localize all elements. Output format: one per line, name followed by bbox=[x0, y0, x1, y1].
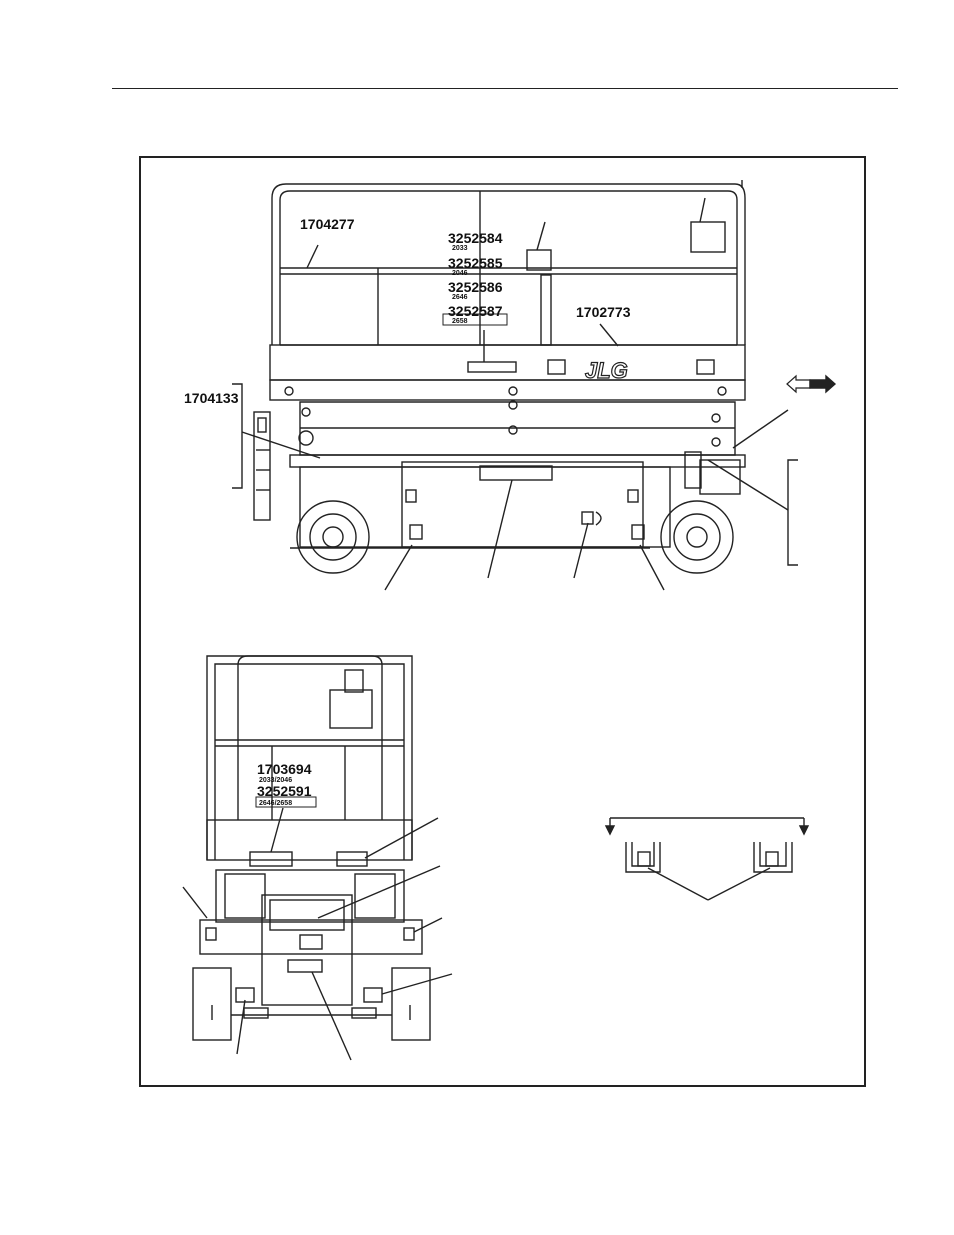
decal-rear-box bbox=[250, 852, 292, 866]
label-models-3252591: 2646/2658 bbox=[259, 800, 292, 807]
label-3252585: 3252585 bbox=[448, 255, 503, 271]
label-1702773: 1702773 bbox=[576, 304, 631, 320]
jlg-logo: JLG bbox=[585, 358, 628, 383]
side-view: JLG bbox=[232, 180, 835, 590]
label-1703694: 1703694 bbox=[257, 761, 312, 777]
label-model-2658: 2658 bbox=[452, 318, 468, 325]
label-3252584: 3252584 bbox=[448, 230, 503, 246]
label-1704133: 1704133 bbox=[184, 390, 239, 406]
detail-view bbox=[606, 818, 808, 900]
label-3252587: 3252587 bbox=[448, 303, 503, 319]
label-1704277: 1704277 bbox=[300, 216, 355, 232]
label-model-2046: 2046 bbox=[452, 270, 468, 277]
label-3252591: 3252591 bbox=[257, 783, 312, 799]
rear-view bbox=[183, 656, 452, 1060]
label-model-2646: 2646 bbox=[452, 294, 468, 301]
label-3252586: 3252586 bbox=[448, 279, 503, 295]
label-model-2033: 2033 bbox=[452, 245, 468, 252]
decal-3252584-box bbox=[468, 362, 516, 372]
